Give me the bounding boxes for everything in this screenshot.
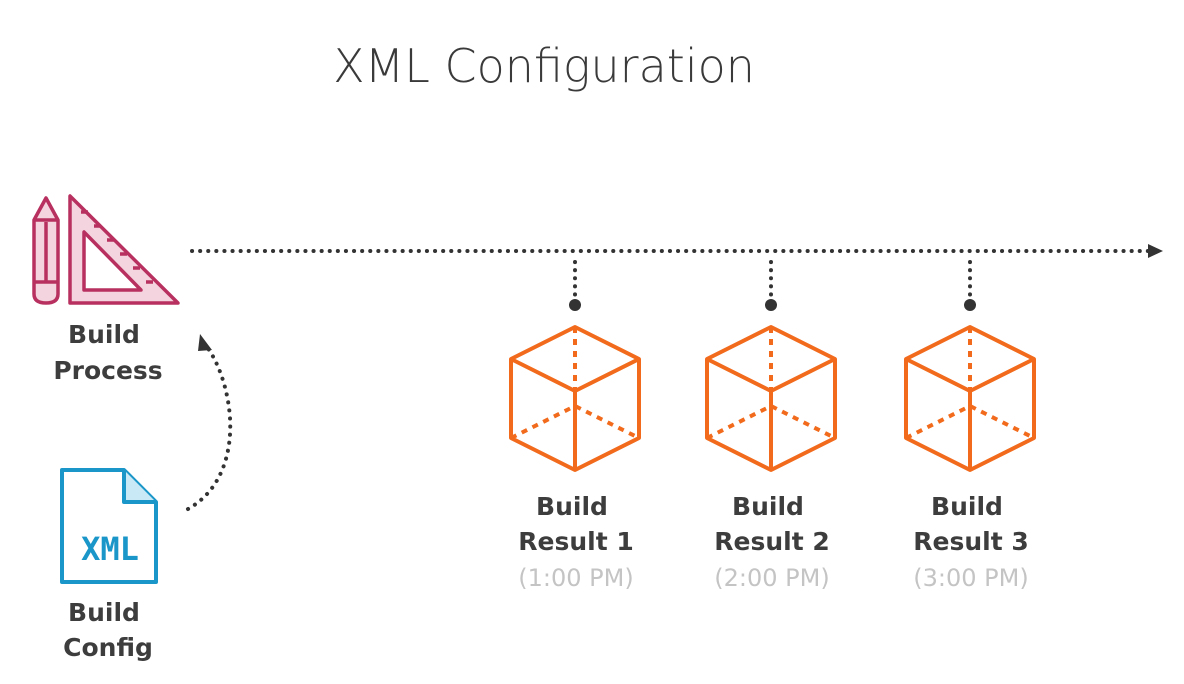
timeline-arrowhead <box>1148 244 1163 258</box>
build-result-1-connector-dot <box>569 299 581 311</box>
build-result-2-label-line1: Build <box>732 492 804 521</box>
page-title: XML Configuration <box>333 39 755 93</box>
xml-document-icon <box>60 468 158 584</box>
pencil-and-set-square-icon <box>32 194 180 305</box>
build-result-1-label-line2: Result 1 <box>518 527 634 556</box>
build-config-label-line2: Config <box>63 633 153 662</box>
timeline <box>190 244 1163 258</box>
pencil-icon <box>32 196 60 305</box>
build-process-label-line2: Process <box>53 356 162 385</box>
build-result-2-connector-dot <box>765 299 777 311</box>
build-result-2-label-line2: Result 2 <box>714 527 830 556</box>
build-result-3-label-line2: Result 3 <box>913 527 1029 556</box>
build-result-2: Build Result 2 (2:00 PM) <box>705 260 837 592</box>
cube-icon <box>705 325 837 472</box>
build-result-3-label-line1: Build <box>931 492 1003 521</box>
build-result-1: Build Result 1 (1:00 PM) <box>509 260 641 592</box>
build-result-1-label-line1: Build <box>536 492 608 521</box>
build-result-3-connector-dot <box>964 299 976 311</box>
build-result-2-time: (2:00 PM) <box>714 564 829 592</box>
cube-icon <box>904 325 1036 472</box>
build-result-1-time: (1:00 PM) <box>518 564 633 592</box>
build-result-3-time: (3:00 PM) <box>913 564 1028 592</box>
build-process-label-line1: Build <box>68 320 140 349</box>
cube-icon <box>509 325 641 472</box>
xml-document-icon-text: XML <box>81 530 139 568</box>
config-to-process-arrowhead <box>198 334 212 351</box>
build-result-3: Build Result 3 (3:00 PM) <box>904 260 1036 592</box>
set-square-icon <box>68 194 180 305</box>
build-config-label-line1: Build <box>68 598 140 627</box>
config-to-process-arrow <box>186 334 233 511</box>
